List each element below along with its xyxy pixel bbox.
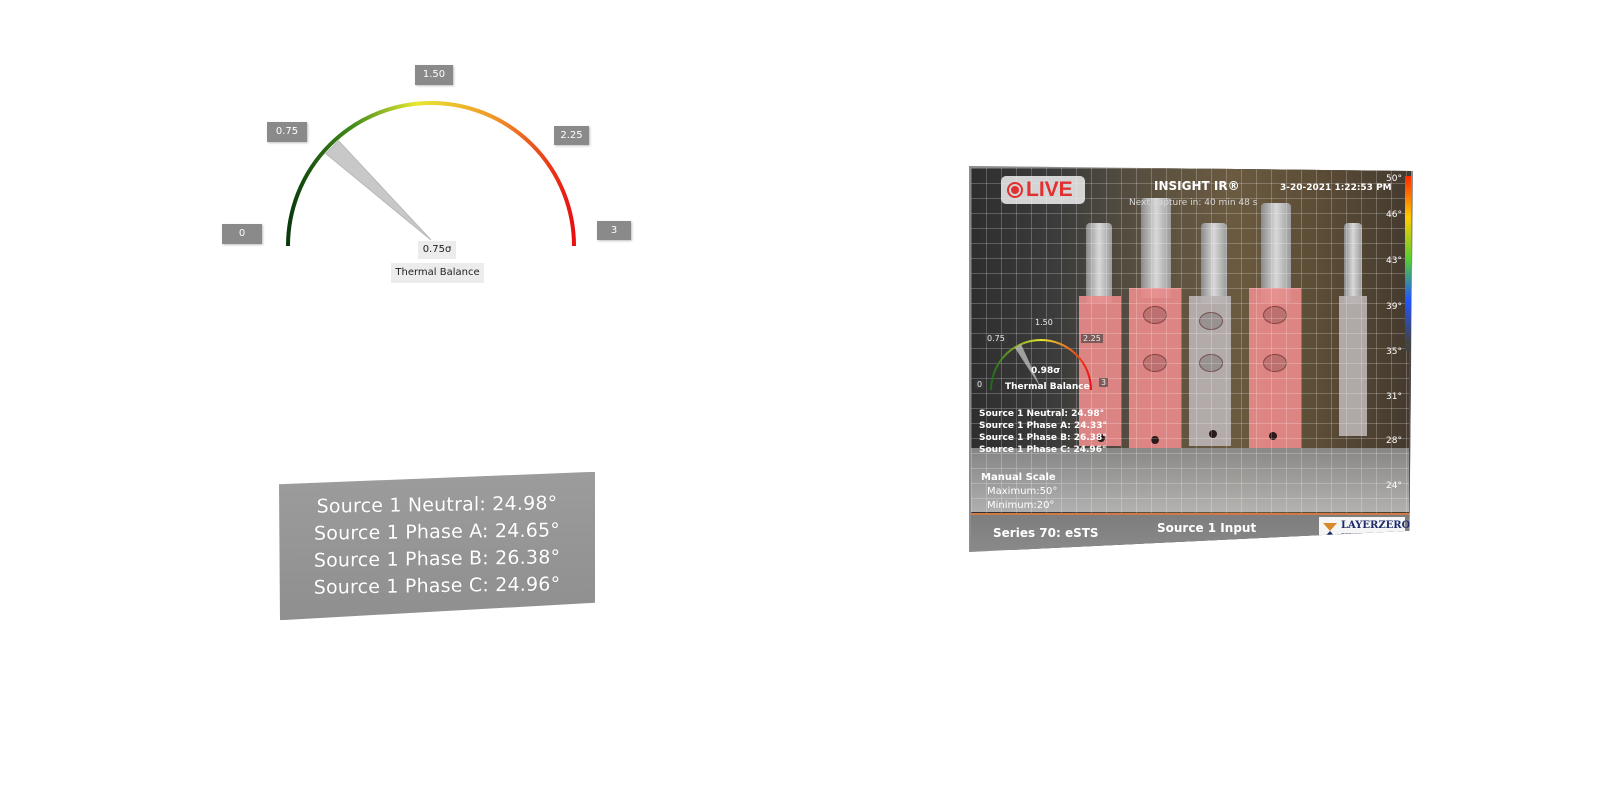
gauge-value: 0.75σ [418, 241, 456, 259]
reading-phase-b: Source 1 Phase B: 26.38° [313, 546, 561, 572]
temperature-readings-card: Source 1 Neutral: 24.98° Source 1 Phase … [279, 472, 595, 620]
mini-gauge-value: 0.98σ [1031, 366, 1061, 376]
hmi-reading-phase-a: Source 1 Phase A: 24.33° [979, 421, 1107, 431]
hmi-readings: Source 1 Neutral: 24.98° Source 1 Phase … [979, 408, 1107, 456]
source-input-label: Source 1 Input [1157, 521, 1257, 535]
next-capture-text: Next capture in: 40 min 48 s [1129, 198, 1258, 208]
mini-gauge-tick: 0 [975, 380, 985, 389]
live-label: LIVE [1026, 178, 1073, 201]
manual-scale-title: Manual Scale [981, 472, 1056, 483]
capture-datetime: 3-20-2021 1:22:53 PM [1280, 183, 1392, 193]
temperature-color-scale [1405, 176, 1411, 351]
scale-tick: 35° [1386, 347, 1402, 357]
gauge-tick-0: 0 [222, 224, 262, 244]
reading-phase-a: Source 1 Phase A: 24.65° [314, 519, 560, 545]
live-badge: LIVE [1001, 176, 1085, 204]
scale-tick: 46° [1386, 210, 1402, 220]
mini-gauge-label: Thermal Balance [1005, 382, 1090, 392]
mini-gauge-tick: 1.50 [1033, 318, 1055, 327]
series-label: Series 70: eSTS [993, 526, 1099, 540]
gauge-tick-0-75: 0.75 [267, 122, 307, 142]
scale-tick: 31° [1386, 392, 1402, 402]
logo-line-1: LAYERZERO [1341, 519, 1411, 531]
manual-scale-min: Minimum:20° [987, 500, 1055, 511]
scale-tick: 39° [1386, 302, 1402, 312]
mini-gauge-tick: 3 [1099, 378, 1109, 387]
mini-gauge-tick: 2.25 [1081, 334, 1103, 343]
hmi-reading-neutral: Source 1 Neutral: 24.98° [979, 409, 1105, 419]
hmi-reading-phase-c: Source 1 Phase C: 24.96° [979, 445, 1107, 455]
scale-tick: 24° [1386, 481, 1402, 491]
manual-scale-info: Manual Scale Maximum:50° Minimum:20° [981, 471, 1057, 513]
mini-thermal-balance-gauge [990, 339, 1092, 391]
hmi-title: INSIGHT IR® [1154, 179, 1240, 193]
mini-gauge-tick: 0.75 [985, 334, 1007, 343]
scale-tick: 43° [1386, 256, 1402, 266]
record-icon [1007, 182, 1023, 198]
scale-tick: 50° [1386, 174, 1402, 184]
gauge-label: Thermal Balance [391, 263, 484, 283]
reading-neutral: Source 1 Neutral: 24.98° [316, 492, 558, 518]
hmi-screenshot-panel: LIVE INSIGHT IR® Next capture in: 40 min… [969, 166, 1413, 552]
gauge-tick-2-25: 2.25 [554, 126, 589, 145]
gauge-needle [325, 140, 432, 241]
gauge-arc [286, 101, 576, 247]
gauge-tick-3: 3 [597, 221, 631, 240]
manual-scale-max: Maximum:50° [987, 486, 1058, 497]
reading-phase-c: Source 1 Phase C: 24.96° [313, 573, 561, 599]
scale-tick: 28° [1386, 436, 1402, 446]
gauge-tick-1-50: 1.50 [415, 65, 453, 85]
hmi-reading-phase-b: Source 1 Phase B: 26.38° [979, 433, 1107, 443]
